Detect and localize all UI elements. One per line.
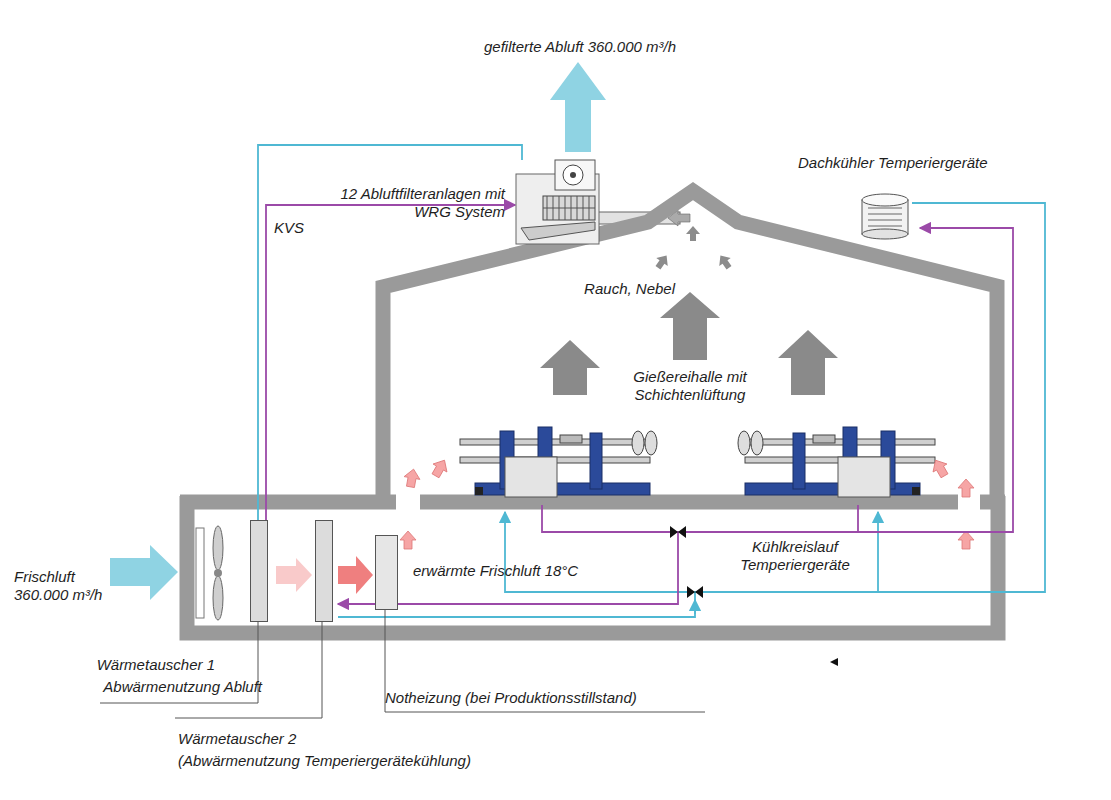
node-heading: Dachkühler Temperiergeräte	[798, 154, 988, 172]
heat-exchanger: Wärmetauscher 1Abwärmenutzung Abluft	[250, 520, 268, 622]
node-heading: Notheizung (bei Produktionsstillstand)	[385, 689, 637, 707]
flow-label: Frischluft 360.000 m³/h	[14, 568, 114, 604]
wt-shape	[315, 520, 333, 622]
note-label: Rauch, Nebel	[584, 280, 675, 298]
flow-label: erwärmte Frischluft 18°C	[413, 562, 578, 580]
node-heading: 12 Abluftfilteranlagen mit WRG System	[340, 185, 505, 221]
heat-exchanger: Wärmetauscher 2(Abwärmenutzung Temperier…	[315, 520, 333, 622]
node-body: (Abwärmenutzung Temperiergerätekühlung)	[178, 752, 471, 770]
edge-label: KVS	[274, 219, 304, 237]
flow-label: gefilterte Abluft 360.000 m³/h	[484, 38, 676, 56]
emergency-heater: Notheizung (bei Produktionsstillstand)	[375, 535, 398, 610]
node-heading: Wärmetauscher 1	[97, 656, 215, 674]
heat-shape	[375, 535, 398, 610]
node-heading: Wärmetauscher 2	[178, 730, 296, 748]
pipe-connector	[258, 145, 522, 520]
node-body: Abwärmenutzung Abluft	[103, 678, 262, 696]
circuit-label: Kühlkreislauf Temperiergeräte	[725, 538, 865, 574]
hall-label: Gießereihalle mit Schichtenlüftung	[610, 368, 770, 404]
roof-cooler: Dachkühler Temperiergeräte	[860, 192, 910, 240]
wt-shape	[250, 520, 268, 622]
filter-unit: 12 Abluftfilteranlagen mit WRG System	[515, 160, 600, 245]
cooler-shape	[860, 192, 910, 240]
pipe-connector	[266, 205, 515, 520]
filter-shape	[515, 160, 600, 245]
